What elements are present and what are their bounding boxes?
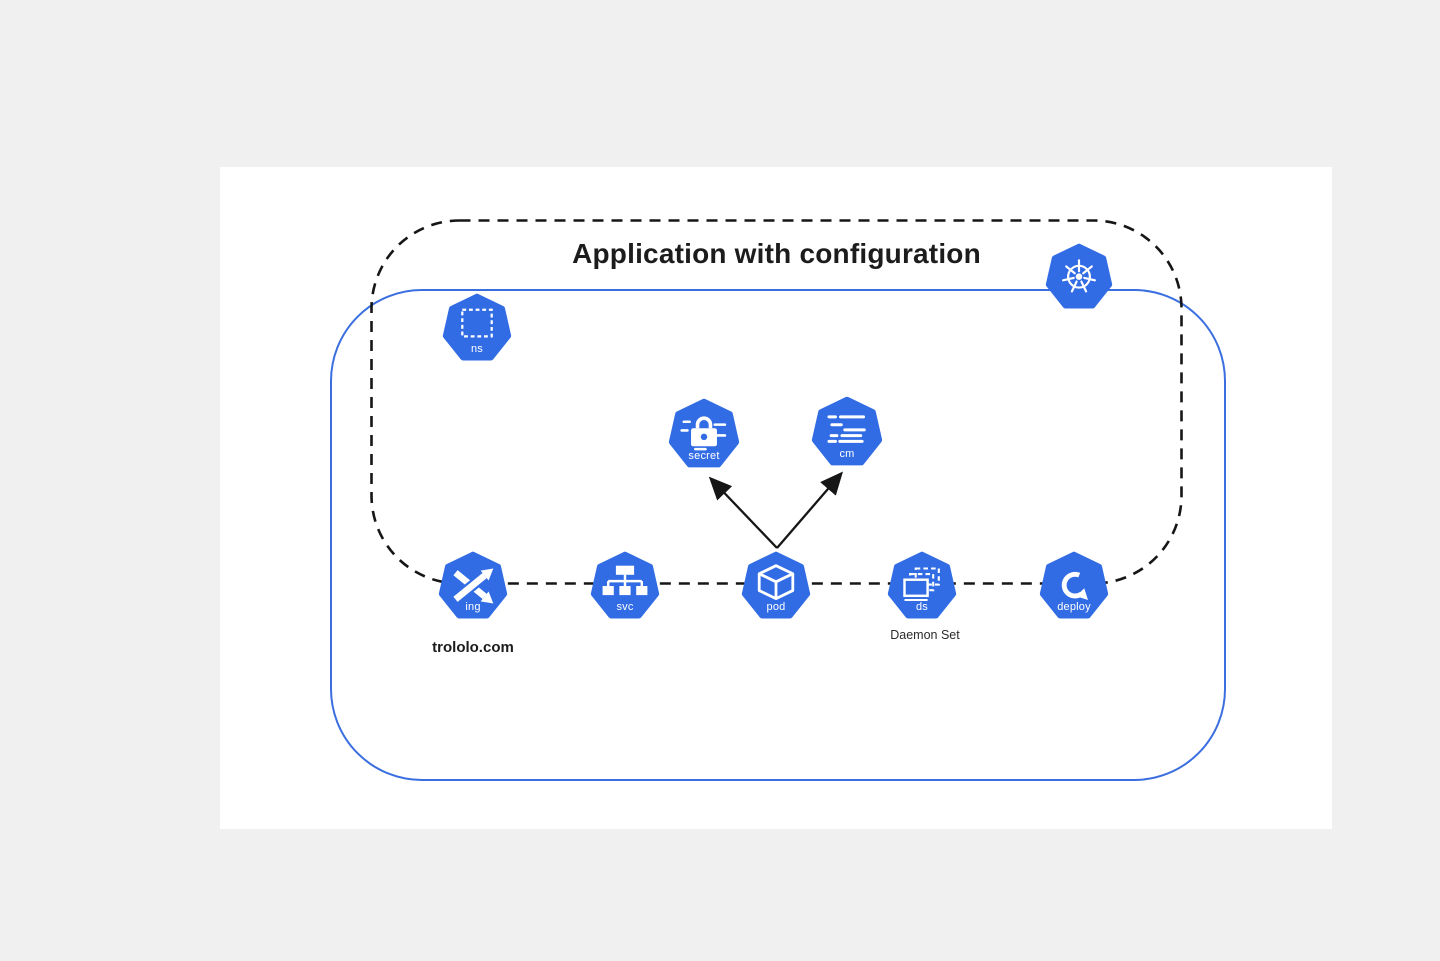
diagram-canvas: Application with configuration: [220, 167, 1332, 829]
node-label-ing: ing: [465, 601, 481, 613]
node-deploy: deploy: [1039, 551, 1109, 621]
crossing-arrows-icon: [438, 551, 508, 619]
circular-arrow-icon: [1039, 551, 1109, 619]
node-label-svc: svc: [616, 601, 634, 613]
stacked-rects-icon: [887, 551, 957, 619]
node-label-secret: secret: [688, 450, 720, 462]
cluster-boundary: [330, 289, 1226, 781]
node-ns: ns: [442, 293, 512, 363]
node-pod: pod: [741, 551, 811, 621]
network-tree-icon: [590, 551, 660, 619]
diagram-title: Application with configuration: [572, 238, 981, 269]
node-label-ns: ns: [470, 343, 484, 355]
config-lines-icon: [811, 396, 883, 466]
daemonset-caption: Daemon Set: [890, 628, 960, 642]
node-label-pod: pod: [766, 601, 786, 613]
edge-pod-cm: [776, 471, 844, 549]
pod-config-arrows: [708, 471, 844, 549]
cube-icon: [741, 551, 811, 619]
node-secret: secret: [668, 398, 740, 470]
padlock-icon: [668, 398, 740, 468]
edge-pod-secret: [708, 476, 778, 549]
ingress-host-caption: trololo.com: [432, 639, 514, 656]
node-label-ds: ds: [915, 601, 929, 613]
kubernetes-helm-wheel-icon: [1045, 243, 1113, 309]
node-cm: cm: [811, 396, 883, 468]
node-kubernetes: [1045, 243, 1113, 311]
node-ds: ds: [887, 551, 957, 621]
node-ing: ing: [438, 551, 508, 621]
node-svc: svc: [590, 551, 660, 621]
namespace-dashed-box-icon: [442, 293, 512, 361]
node-label-deploy: deploy: [1057, 601, 1091, 613]
node-label-cm: cm: [839, 448, 855, 460]
